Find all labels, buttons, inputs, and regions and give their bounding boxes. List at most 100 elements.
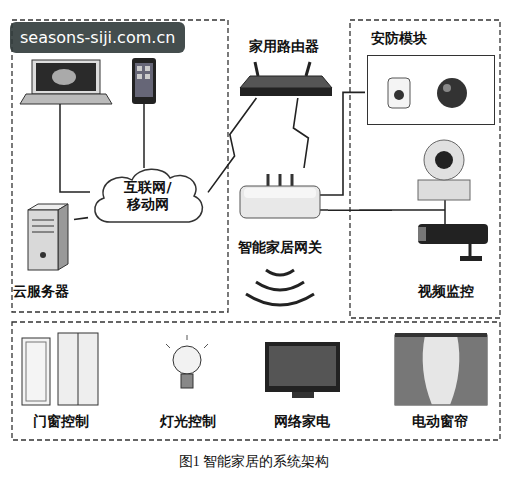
phone-icon [132,58,156,104]
dashed-region [12,322,500,440]
cloud-outline [95,169,203,222]
tv-icon [265,342,340,398]
gateway-icon [291,174,294,186]
server-icon [40,252,46,258]
camera-icon [418,224,488,244]
wire [392,209,445,211]
phone-icon [145,66,150,71]
wire [60,104,445,224]
server-icon [32,220,54,221]
bulb-icon [166,344,170,348]
wire [320,194,328,196]
tv-icon [292,392,314,398]
camera-icon [418,140,488,261]
wire [60,104,90,192]
sensor-icon [388,78,467,108]
node-label: 电动窗帘 [412,413,468,431]
bulb-icon [204,344,208,348]
bulb-icon [181,374,193,388]
tv-icon [265,342,340,392]
curtain-icon [395,335,432,405]
sensor-icon [437,78,467,108]
bulb-icon [166,335,208,388]
server-node: 云服务器 [8,205,74,302]
wireless-waves [246,294,314,305]
door-window-icon [78,333,79,405]
camera-node: 视频监控 [392,135,500,302]
door-window-icon [26,342,46,401]
bulb-icon [173,346,201,374]
gateway-icon [279,174,282,186]
laptop-icon [20,60,112,104]
node-label: 云服务器 [13,283,69,301]
watermark: seasons-siji.com.cn [10,22,185,53]
laptop-icon [52,69,76,85]
server-icon [28,204,68,270]
gateway-icon [244,188,316,198]
node-label: 安防模块 [371,30,427,48]
cloud-node: 互联网/ 移动网 [88,160,208,232]
camera-icon [418,227,426,241]
node-label: 家用路由器 [249,38,319,56]
wire [444,200,446,224]
device-node: 网络家电 [256,330,348,432]
sensor-icon [443,84,451,92]
device-node: 门窗控制 [15,330,107,432]
wireless-waves [266,270,294,275]
door-window-icon [22,333,98,405]
gateway-icon [240,174,320,218]
dashed-region [12,20,228,312]
device-node: 灯光控制 [140,330,235,432]
server-icon [28,210,58,270]
wireless-waves [246,270,314,305]
node-label: 互联网/ 移动网 [116,179,180,214]
server-icon [32,226,54,227]
phone-icon [137,74,142,79]
sensor-icon [394,90,404,100]
wired-link [74,218,88,220]
camera-icon [469,244,472,256]
laptop-icon [32,60,100,94]
figure-caption: 图1 智能家居的系统架构 [0,453,508,471]
curtain-icon [395,333,487,337]
wireless-link [293,98,308,168]
camera-icon [435,151,453,169]
phone-icon [137,66,142,71]
laptop-icon [20,94,112,104]
router-icon [255,62,258,76]
router-icon [240,76,332,88]
router-icon [240,88,332,96]
wire [320,209,328,211]
dashed-region [12,20,500,440]
dashed-region [350,20,500,318]
wired-link [328,209,392,211]
router-node: 家用路由器 [238,36,330,98]
tv-icon [269,346,336,386]
node-label: 视频监控 [418,283,474,301]
module-frame [367,55,495,125]
server-icon [58,204,68,270]
laptop-icon [36,63,96,91]
curtain-icon [395,335,487,405]
node-label: 网络家电 [274,413,330,431]
gateway-icon [267,174,270,186]
node-label: 灯光控制 [160,413,216,431]
camera-icon [460,256,482,261]
module-box: 安防模块 [365,28,497,127]
wired-link [328,92,365,195]
sensor-icon [388,78,410,108]
gateway-icon [240,186,320,218]
door-window-icon [58,333,98,405]
node-label: 智能家居网关 [238,239,322,257]
router-icon [240,62,332,96]
curtain-icon [450,335,487,405]
curtain-icon [395,333,487,405]
server-icon [32,232,54,233]
gateway-node: 智能家居网关 [232,168,328,258]
node-label: 门窗控制 [33,413,89,431]
camera-icon [418,180,470,200]
router-icon [306,62,310,76]
bulb-icon [187,335,188,340]
wireless-waves [256,282,304,290]
